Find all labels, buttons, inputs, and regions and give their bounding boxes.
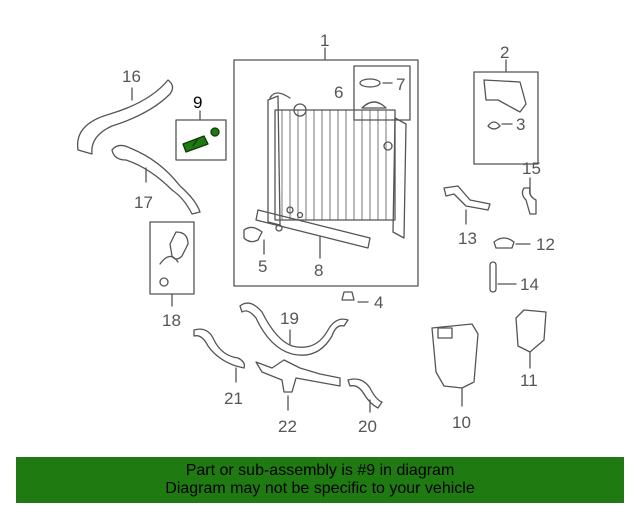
callout-19: 19 [280,309,299,328]
callout-2: 2 [500,43,509,62]
hose-17 [111,144,201,215]
hose-21 [193,328,246,369]
part-2-group [473,59,539,165]
callout-15: 15 [522,159,541,178]
callout-16: 16 [122,67,141,86]
hose-19 [239,302,349,356]
part-9-thermosensor [175,110,227,161]
callout-20: 20 [358,417,377,436]
callout-7: 7 [396,75,405,94]
clip-12 [493,237,515,249]
callout-3: 3 [516,115,525,134]
callout-4: 4 [374,293,383,312]
grommet-4 [341,291,355,301]
callout-11: 11 [520,371,538,390]
part-info-banner: Part or sub-assembly is #9 in diagram Di… [16,457,624,503]
callout-labels: 1 2 3 4 5 6 7 8 9 10 11 12 13 14 15 16 1… [122,31,555,436]
callout-9: 9 [193,93,202,112]
callout-22: 22 [278,417,297,436]
callout-13: 13 [458,229,477,248]
callout-8: 8 [314,261,323,280]
banner-line-1: Part or sub-assembly is #9 in diagram [185,462,455,479]
bracket-11 [515,309,547,353]
callout-18: 18 [162,311,181,330]
hose-16 [76,79,174,155]
callout-14: 14 [520,275,539,294]
banner-line-2: Diagram may not be specific to your vehi… [165,480,475,497]
pipe-22 [255,359,341,393]
radiator-group [233,47,419,287]
parts-diagram: 1 2 3 4 5 6 7 8 9 10 11 12 13 14 15 16 1… [76,31,555,436]
part-18-group [149,221,195,307]
callout-17: 17 [134,193,153,212]
hose-14 [489,261,497,293]
hose-20 [347,378,383,409]
callout-5: 5 [258,257,267,276]
callout-6: 6 [334,83,343,102]
callout-12: 12 [536,235,555,254]
pipe-15 [521,187,537,215]
pipe-13 [443,185,491,211]
callout-21: 21 [224,389,243,408]
reservoir-10 [431,323,479,389]
callout-10: 10 [452,413,471,432]
callout-1: 1 [320,31,329,50]
